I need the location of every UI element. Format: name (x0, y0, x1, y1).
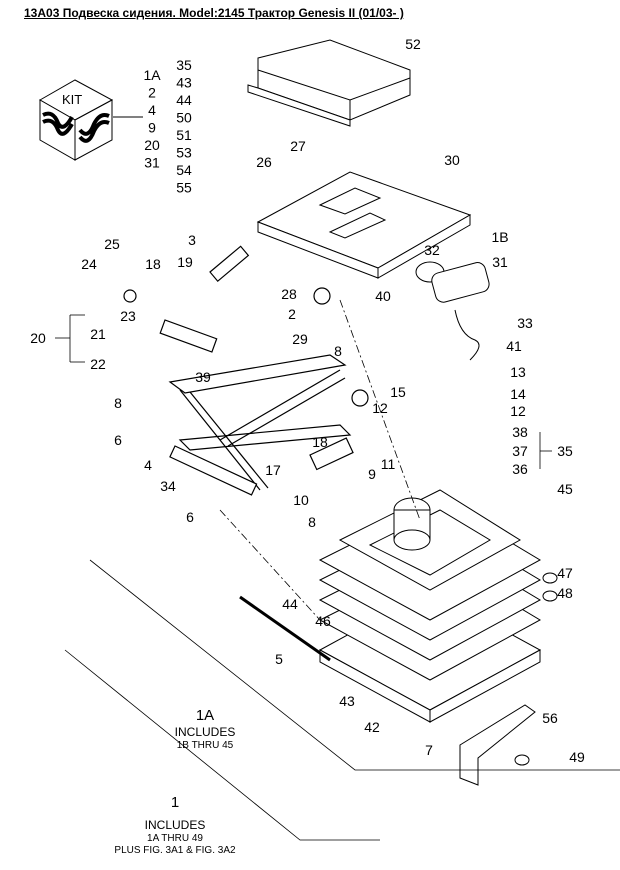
callout-8: 8 (308, 514, 316, 530)
kit-item: 43 (176, 75, 192, 91)
kit-item: 44 (176, 92, 192, 108)
callout-19: 19 (177, 254, 193, 270)
callout-1B: 1B (491, 229, 508, 245)
callout-40: 40 (375, 288, 391, 304)
callout-22: 22 (90, 356, 106, 372)
callout-13: 13 (510, 364, 526, 380)
callout-21: 21 (90, 326, 106, 342)
part-56-bracket (459, 572, 558, 786)
callout-18: 18 (312, 434, 328, 450)
callout-56: 56 (542, 710, 558, 726)
callout-8: 8 (334, 343, 342, 359)
kit-item: 2 (148, 85, 156, 101)
callout-45: 45 (557, 481, 573, 497)
kit-item: 55 (176, 180, 192, 196)
callout-10: 10 (293, 492, 309, 508)
part-52-cover (247, 39, 411, 127)
kit-item: 1A (143, 67, 161, 83)
callout-15: 15 (390, 384, 406, 400)
callout-24: 24 (81, 256, 97, 272)
kit-item: 53 (176, 145, 192, 161)
kit-item: 51 (176, 127, 192, 143)
note-1a-line2: 1B THRU 45 (176, 740, 234, 751)
kit-item: 50 (176, 110, 192, 126)
callout-39: 39 (195, 369, 211, 385)
kit-item: 31 (144, 155, 160, 171)
note-1: 1 INCLUDES 1A THRU 49 PLUS FIG. 3A1 & FI… (95, 795, 255, 857)
callout-31: 31 (492, 254, 508, 270)
callout-38: 38 (512, 424, 528, 440)
note-1-line2: 1A THRU 49 (147, 833, 203, 844)
part-1b-plate (256, 171, 472, 279)
callout-12: 12 (510, 403, 526, 419)
callout-12: 12 (372, 400, 388, 416)
callout-44: 44 (282, 596, 298, 612)
callout-48: 48 (557, 585, 573, 601)
kit-item: 54 (176, 162, 192, 178)
callout-52: 52 (405, 36, 421, 52)
note-1a: 1A INCLUDES 1B THRU 45 (160, 708, 250, 752)
callout-46: 46 (315, 613, 331, 629)
callout-8: 8 (114, 395, 122, 411)
leader-lines (55, 299, 620, 841)
callout-20: 20 (30, 330, 46, 346)
callout-25: 25 (104, 236, 120, 252)
kit-label: KIT (62, 92, 82, 107)
note-1-line3: PLUS FIG. 3A1 & FIG. 3A2 (114, 845, 236, 856)
callout-29: 29 (292, 331, 308, 347)
callout-6: 6 (114, 432, 122, 448)
callout-11: 11 (381, 456, 396, 472)
callout-47: 47 (557, 565, 573, 581)
callout-2: 2 (288, 306, 296, 322)
callout-26: 26 (256, 154, 272, 170)
callout-35: 35 (557, 443, 573, 459)
note-1a-line1: INCLUDES (174, 725, 236, 739)
base-bellows (239, 489, 542, 723)
note-1a-id: 1A (195, 707, 215, 724)
callout-28: 28 (281, 286, 297, 302)
part-31-compressor (415, 261, 490, 361)
callout-43: 43 (339, 693, 355, 709)
callout-34: 34 (160, 478, 176, 494)
kit-item: 9 (148, 120, 156, 136)
note-1-id: 1 (170, 794, 180, 811)
callout-7: 7 (425, 742, 433, 758)
callout-41: 41 (506, 338, 522, 354)
callout-42: 42 (364, 719, 380, 735)
note-1-line1: INCLUDES (144, 818, 206, 832)
callout-27: 27 (290, 138, 306, 154)
callout-49: 49 (569, 749, 585, 765)
callout-32: 32 (424, 242, 440, 258)
callout-33: 33 (517, 315, 533, 331)
callout-23: 23 (120, 308, 136, 324)
callout-5: 5 (275, 651, 283, 667)
callout-4: 4 (144, 457, 152, 473)
callout-9: 9 (368, 466, 376, 482)
kit-item: 4 (148, 102, 156, 118)
callout-6: 6 (186, 509, 194, 525)
scissor-frame (123, 245, 369, 496)
kit-item: 20 (144, 137, 160, 153)
callout-18: 18 (145, 256, 161, 272)
kit-cube-icon: KIT (38, 79, 143, 161)
callout-30: 30 (444, 152, 460, 168)
callout-14: 14 (510, 386, 526, 402)
callout-37: 37 (512, 443, 528, 459)
callout-36: 36 (512, 461, 528, 477)
callout-3: 3 (188, 232, 196, 248)
page-title: 13A03 Подвеска сидения. Model:2145 Тракт… (24, 6, 404, 20)
kit-item: 35 (176, 57, 192, 73)
callout-17: 17 (265, 462, 281, 478)
